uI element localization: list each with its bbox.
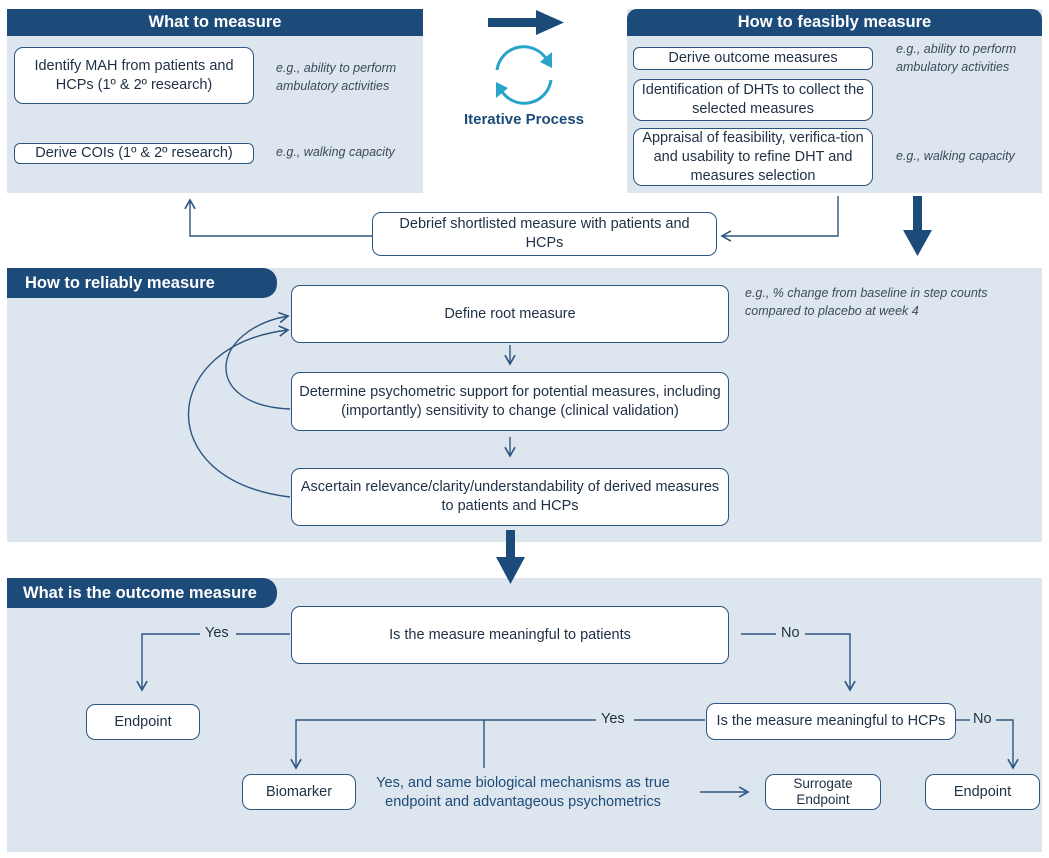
debrief-box: Debrief shortlisted measure with patient… [372,212,717,256]
biomarker-box: Biomarker [242,774,356,810]
wtm-note-2: e.g., walking capacity [276,145,395,159]
hfm-note-2: e.g., walking capacity [896,149,1015,163]
iterative-process-label: Iterative Process [463,111,585,128]
no-label-2: No [973,711,992,727]
yes-label-1: Yes [205,625,229,641]
right-arrow-icon [488,10,564,35]
surrogate-endpoint-box: Surrogate Endpoint [765,774,881,810]
derive-outcome-measures-box: Derive outcome measures [633,47,873,70]
hfm-note-1: e.g., ability to perform ambulatory acti… [896,42,1017,74]
how-reliably-title: How to reliably measure [7,268,277,298]
down-arrow-icon-2 [496,530,525,584]
cycle-arrows-icon [495,45,553,105]
meaningful-to-patients-box: Is the measure meaningful to patients [291,606,729,664]
wtm-note-1: e.g., ability to perform ambulatory acti… [276,61,397,93]
outcome-title: What is the outcome measure [7,578,277,608]
endpoint-left-box: Endpoint [86,704,200,740]
how-feasibly-title: How to feasibly measure [627,9,1042,36]
yes-label-2: Yes [601,711,625,727]
no-label-1: No [781,625,800,641]
appraisal-box: Appraisal of feasibility, verifica-tion … [633,128,873,186]
identify-mah-box: Identify MAH from patients and HCPs (1º … [14,47,254,104]
ascertain-relevance-box: Ascertain relevance/clarity/understandab… [291,468,729,526]
identify-dhts-box: Identification of DHTs to collect the se… [633,79,873,121]
derive-cois-box: Derive COIs (1º & 2º research) [14,143,254,164]
down-arrow-icon [903,196,932,256]
psychometric-support-box: Determine psychometric support for poten… [291,372,729,431]
endpoint-right-box: Endpoint [925,774,1040,810]
meaningful-to-hcps-box: Is the measure meaningful to HCPs [706,703,956,740]
reliably-note: e.g., % change from baseline in step cou… [745,286,988,318]
what-to-measure-title: What to measure [7,9,423,36]
biomech-text: Yes, and same biological mechanisms as t… [376,775,670,810]
define-root-measure-box: Define root measure [291,285,729,343]
